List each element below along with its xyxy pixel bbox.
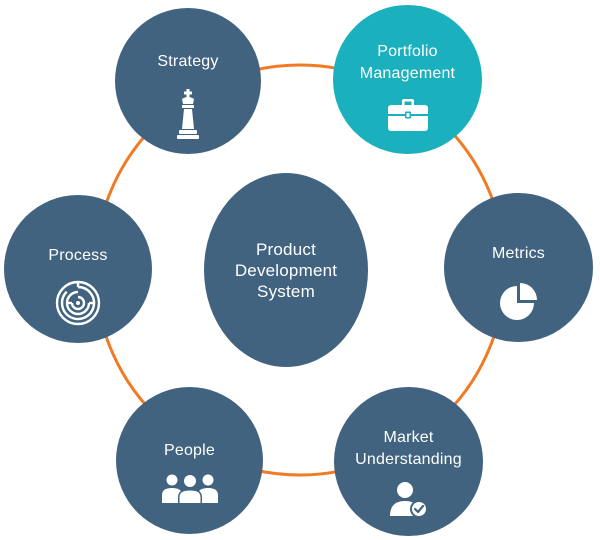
node-portfolio-management: Portfolio Management [333,5,482,154]
node-market-understanding: Market Understanding [334,387,483,536]
node-market-understanding-label: Market Understanding [355,429,462,468]
briefcase-icon [387,99,428,136]
people-group-icon [161,473,218,508]
pie-chart-icon [499,282,538,325]
maze-icon [55,280,101,331]
center-node-product-development-system: Product Development System [204,173,368,367]
node-people-label: People [163,442,216,459]
node-portfolio-management-label: Portfolio Management [359,43,456,82]
chess-king-icon [176,89,200,144]
node-people: People [116,387,263,534]
node-process-label: Process [48,247,108,264]
center-node-label: Product Development System [234,239,338,301]
node-metrics: Metrics [444,193,593,342]
user-check-icon [389,481,429,524]
node-strategy: Strategy [115,8,261,154]
node-metrics-label: Metrics [492,245,545,262]
node-process: Process [4,195,152,343]
node-strategy-label: Strategy [157,53,219,70]
